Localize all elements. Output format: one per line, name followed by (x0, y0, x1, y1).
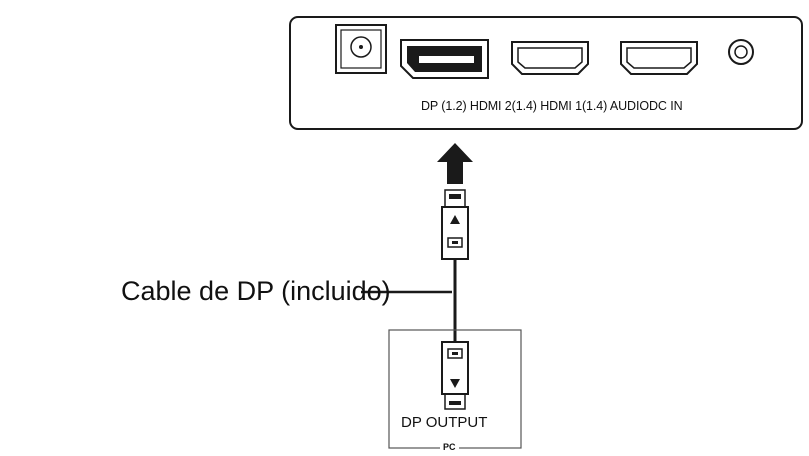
audio-jack-icon (728, 39, 754, 65)
hdmi-port-icon (620, 41, 698, 75)
monitor-rear-panel (289, 16, 803, 130)
dc-power-port-icon (335, 24, 387, 74)
displayport-icon (400, 39, 489, 79)
pc-output-label: DP OUTPUT (401, 414, 488, 431)
arrow-up-icon (437, 143, 473, 184)
cable-label: Cable de DP (incluido) (121, 276, 391, 306)
pc-device-label: PC (440, 442, 459, 452)
dp-plug-icon (441, 189, 469, 260)
port-labels: DP (1.2) HDMI 2(1.4) HDMI 1(1.4) AUDIODC… (421, 99, 683, 113)
hdmi-port-icon (511, 41, 589, 75)
dp-plug-icon (441, 341, 469, 410)
